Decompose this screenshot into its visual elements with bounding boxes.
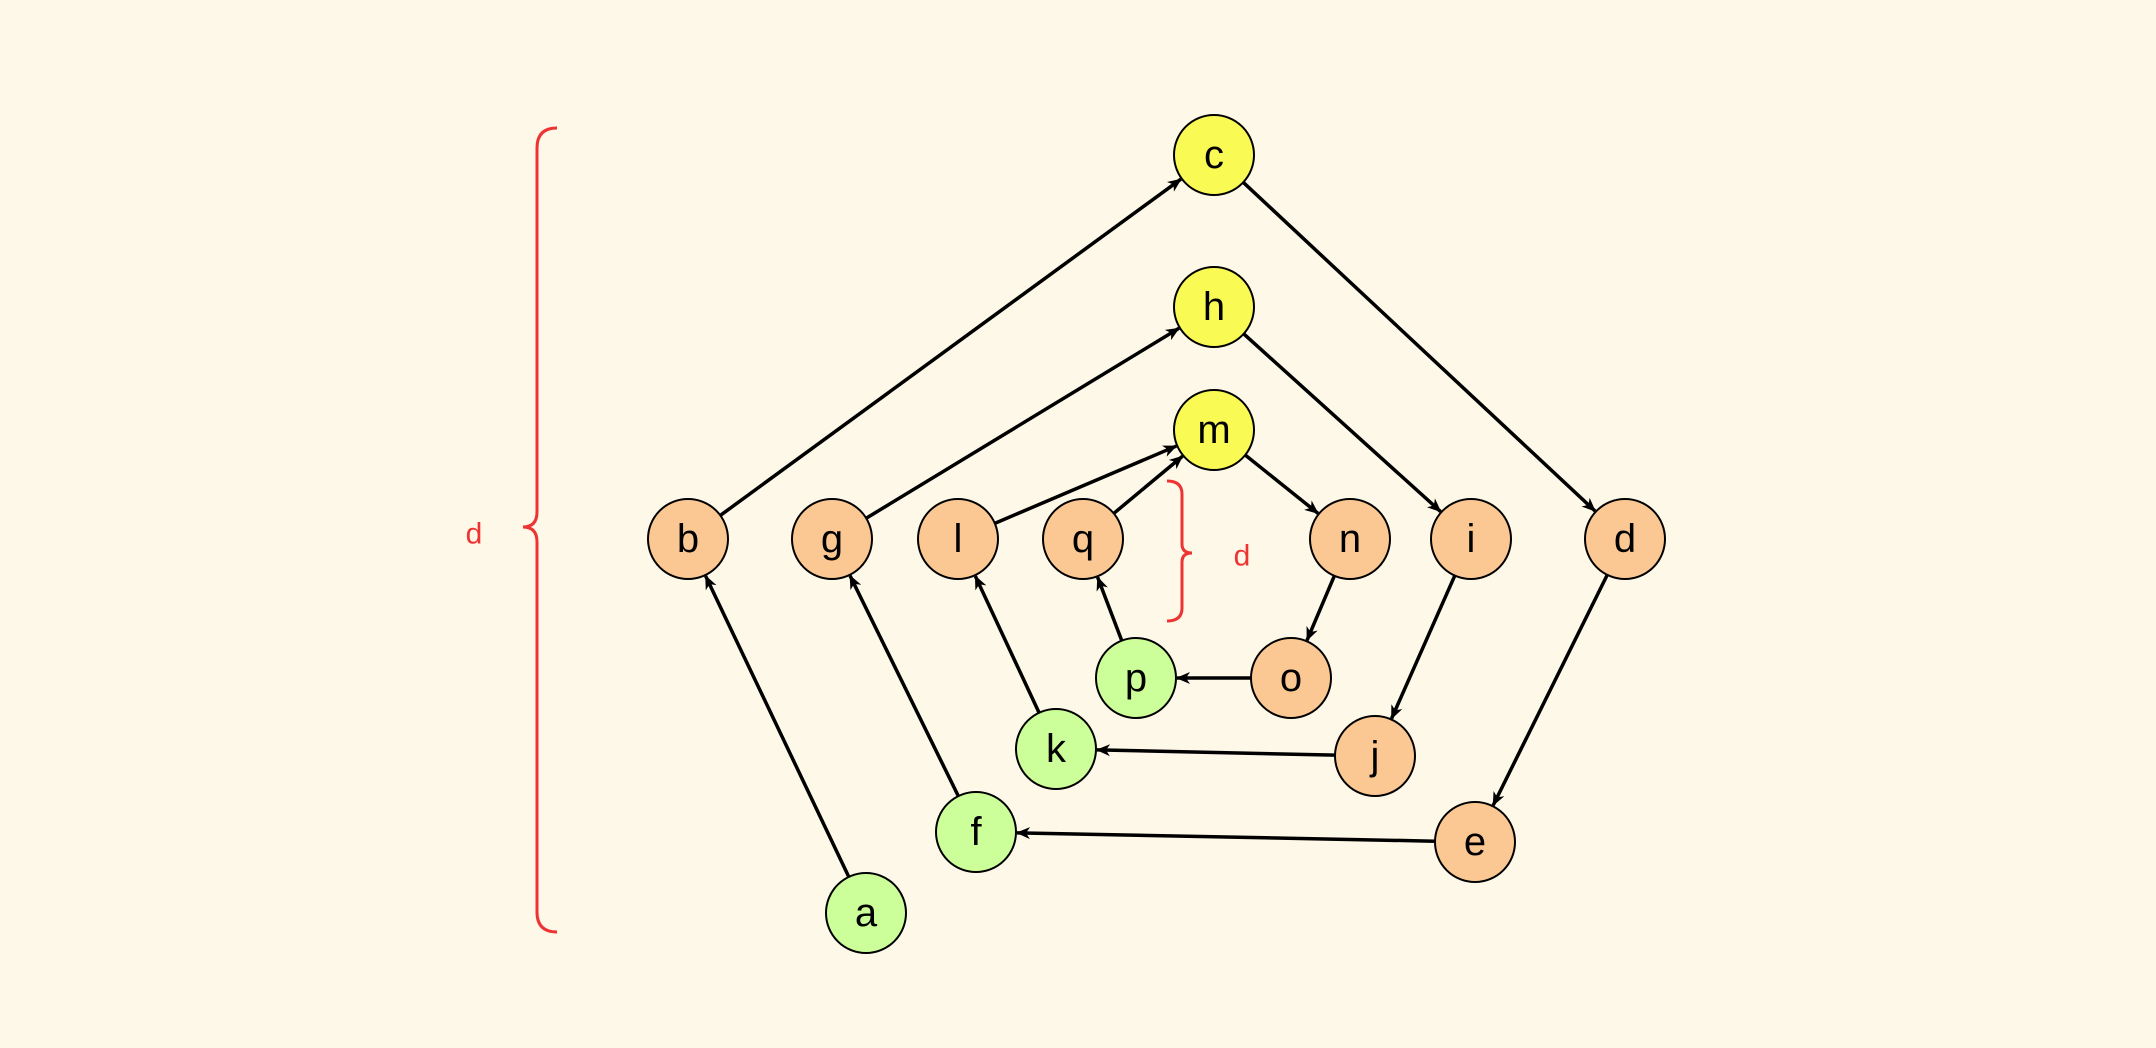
node-h: h: [1173, 266, 1255, 348]
outer-brace: d: [466, 126, 558, 934]
edge-b-c: [719, 177, 1182, 517]
node-circle: [1309, 498, 1391, 580]
edge-i-j: [1389, 574, 1457, 720]
node-label: f: [970, 810, 982, 854]
node-b: b: [647, 498, 729, 580]
node-e: e: [1434, 801, 1516, 883]
node-q: q: [1042, 498, 1124, 580]
edge-n-o: [1305, 575, 1336, 642]
node-label: p: [1125, 656, 1147, 700]
node-circle: [1434, 801, 1516, 883]
edge-a-b: [704, 575, 851, 878]
node-circle: [1015, 708, 1097, 790]
node-circle: [825, 872, 907, 954]
node-l: l: [917, 498, 999, 580]
node-a: a: [825, 872, 907, 954]
node-label: b: [677, 517, 699, 561]
node-n: n: [1309, 498, 1391, 580]
edge-q-m: [1112, 454, 1184, 515]
edge-c-d: [1242, 181, 1597, 513]
node-o: o: [1250, 637, 1332, 719]
node-label: k: [1046, 727, 1067, 771]
node-circle: [1173, 114, 1255, 196]
node-label: m: [1197, 408, 1230, 452]
edge-d-e: [1491, 574, 1609, 807]
node-label: d: [1614, 517, 1636, 561]
node-label: g: [821, 517, 843, 561]
node-circle: [1173, 266, 1255, 348]
node-label: h: [1203, 285, 1225, 329]
node-label: l: [954, 517, 963, 561]
node-circle: [1095, 637, 1177, 719]
edge-p-q: [1095, 576, 1124, 642]
edge-l-m: [994, 444, 1178, 525]
outer-brace-label: d: [466, 518, 483, 551]
node-label: j: [1370, 734, 1380, 778]
inner-brace-label: d: [1234, 540, 1251, 573]
node-c: c: [1173, 114, 1255, 196]
node-j: j: [1334, 715, 1416, 797]
node-p: p: [1095, 637, 1177, 719]
edge-m-n: [1244, 453, 1320, 515]
node-circle: [1334, 715, 1416, 797]
node-label: o: [1280, 656, 1302, 700]
node-label: a: [855, 891, 878, 935]
node-circle: [647, 498, 729, 580]
node-m: m: [1173, 389, 1255, 471]
node-label: c: [1204, 133, 1224, 177]
edge-f-g: [848, 574, 960, 797]
node-label: i: [1467, 517, 1476, 561]
node-label: q: [1072, 517, 1094, 561]
edge-g-h: [865, 326, 1180, 520]
node-circle: [1250, 637, 1332, 719]
edge-h-i: [1242, 332, 1442, 513]
node-circle: [917, 498, 999, 580]
edge-k-l: [973, 575, 1041, 714]
node-d: d: [1584, 498, 1666, 580]
node-circle: [1584, 498, 1666, 580]
node-circle: [1430, 498, 1512, 580]
node-g: g: [791, 498, 873, 580]
node-k: k: [1015, 708, 1097, 790]
node-circle: [791, 498, 873, 580]
edge-e-f: [1015, 827, 1436, 843]
node-circle: [935, 791, 1017, 873]
node-label: n: [1339, 517, 1361, 561]
node-i: i: [1430, 498, 1512, 580]
edges-layer: [704, 177, 1609, 878]
node-f: f: [935, 791, 1017, 873]
node-label: e: [1464, 820, 1486, 864]
edge-j-k: [1095, 744, 1336, 757]
nodes-layer: a b c d e f g h i j k l m n o p q: [647, 114, 1666, 954]
inner-brace: d: [1166, 479, 1251, 623]
node-circle: [1042, 498, 1124, 580]
node-circle: [1173, 389, 1255, 471]
